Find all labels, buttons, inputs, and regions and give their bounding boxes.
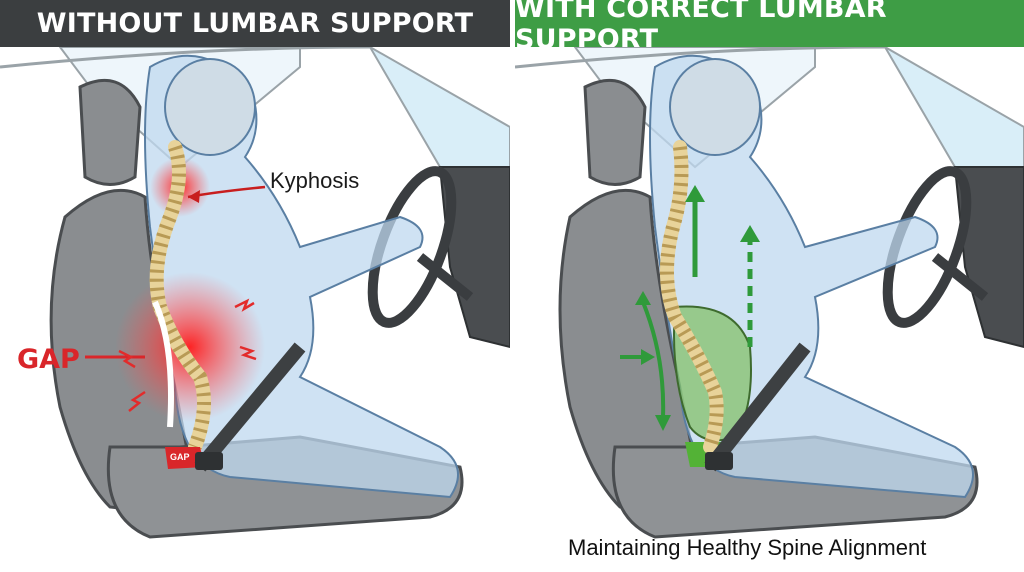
- label-gap-small: GAP: [170, 452, 190, 462]
- windshield: [883, 47, 1024, 189]
- car-seat-illustration-bad-posture: [0, 47, 510, 539]
- windshield: [368, 47, 510, 189]
- seatbelt: [194, 342, 306, 472]
- support-curve-arrow: [641, 301, 666, 418]
- label-kyphosis: Kyphosis: [270, 168, 360, 193]
- gap-space: [152, 300, 174, 428]
- panel-divider: [510, 0, 515, 572]
- headrest: [78, 78, 142, 186]
- dashboard: [953, 166, 1024, 349]
- seatbelt: [704, 342, 811, 472]
- headrest: [583, 78, 647, 186]
- lumbar-pain-glow: [115, 272, 265, 422]
- panel-with-support: WITH CORRECT LUMBAR SUPPORT: [515, 0, 1024, 572]
- caption-healthy-alignment: Maintaining Healthy Spine Alignment: [568, 535, 927, 560]
- skull: [164, 58, 256, 156]
- label-gap: GAP: [17, 344, 80, 375]
- car-seat-illustration-good-posture: [515, 47, 1024, 539]
- vertebrae: [660, 146, 724, 450]
- panel-without-support: WITHOUT LUMBAR SUPPORT: [0, 0, 510, 572]
- dashboard: [438, 166, 510, 349]
- panel-title-with-support: WITH CORRECT LUMBAR SUPPORT: [515, 0, 1024, 55]
- skull: [669, 58, 761, 156]
- panel-title-without-support: WITHOUT LUMBAR SUPPORT: [0, 0, 510, 47]
